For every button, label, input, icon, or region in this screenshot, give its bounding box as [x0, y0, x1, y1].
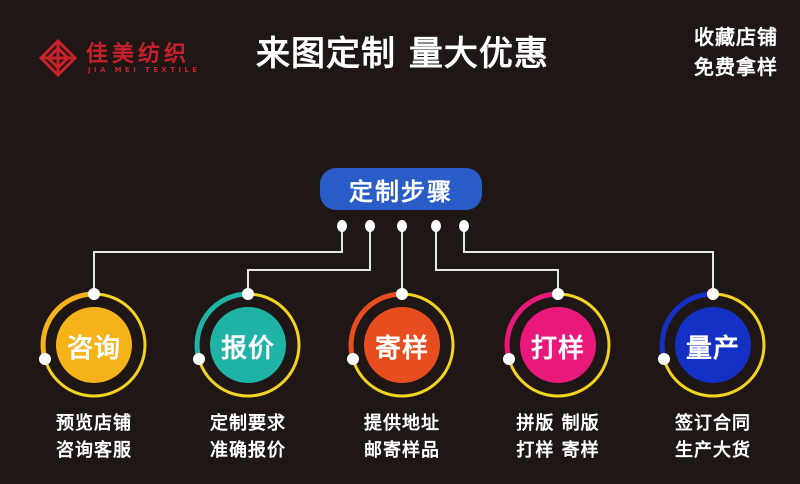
brand-logo-icon: [38, 38, 78, 78]
desc-line: 预览店铺: [56, 413, 132, 434]
desc-line: 生产大货: [675, 440, 751, 461]
process-title: 定制步骤: [320, 168, 482, 210]
step-desc-mass-production: 签订合同 生产大货: [638, 410, 788, 464]
desc-line: 咨询客服: [56, 440, 132, 461]
step-desc-consult: 预览店铺 咨询客服: [19, 410, 169, 464]
page-headline: 来图定制 量大优惠: [256, 34, 549, 74]
desc-line: 准确报价: [210, 440, 286, 461]
step-desc-sample-ship: 提供地址 邮寄样品: [327, 410, 477, 464]
desc-line: 签订合同: [675, 413, 751, 434]
step-desc-quote: 定制要求 准确报价: [173, 410, 323, 464]
step-desc-proofing: 拼版 制版 打样 寄样: [483, 410, 633, 464]
desc-line: 定制要求: [210, 413, 286, 434]
store-promo: 收藏店铺 免费拿样: [694, 22, 778, 82]
desc-line: 拼版 制版: [516, 413, 600, 434]
brand-name-en: JIA MEI TEXTILE: [88, 66, 201, 74]
step-sample-ship-icon: [347, 288, 455, 398]
free-sample-text: 免费拿样: [694, 55, 778, 79]
step-label-quote: 报价: [220, 334, 275, 364]
step-mass-production-icon: [658, 288, 766, 398]
desc-line: 邮寄样品: [364, 440, 440, 461]
brand-name: 佳美纺织: [86, 41, 191, 67]
step-label-consult: 咨询: [66, 334, 121, 364]
favorite-store-text: 收藏店铺: [694, 25, 778, 49]
desc-line: 打样 寄样: [516, 440, 600, 461]
desc-line: 提供地址: [364, 413, 440, 434]
step-label-mass-production: 量产: [685, 334, 740, 364]
step-consult-icon: [39, 288, 147, 398]
step-label-sample-ship: 寄样: [374, 334, 429, 364]
step-quote-icon: [193, 288, 301, 398]
step-proofing-icon: [503, 288, 611, 398]
step-label-proofing: 打样: [530, 334, 585, 364]
